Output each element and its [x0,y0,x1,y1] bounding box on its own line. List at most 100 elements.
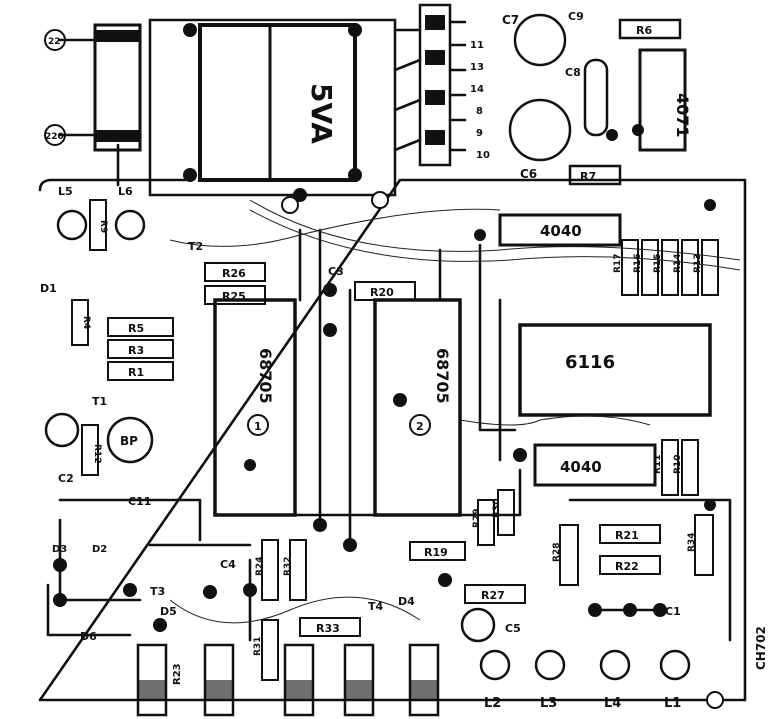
r21-label: R21 [615,529,639,542]
r34-label: R34 [687,533,697,552]
resistor-r24 [261,539,279,601]
resistor-r19 [409,541,466,561]
resistor-r6 [618,18,682,40]
t4-label: T4 [368,600,384,613]
c11-label: C11 [128,495,151,508]
resistor-r3 [107,339,174,359]
r32-label: R32 [283,557,293,576]
resistor-r29 [477,499,495,546]
resistor-r11 [661,439,679,496]
resistor-array-r13-r17 [621,239,719,296]
r14-label: R14 [673,254,683,273]
c9-label: C9 [568,10,584,23]
led-l1 [659,649,691,681]
resistor-r4 [71,299,89,346]
c6-label: C6 [520,167,537,181]
ic2-marker [409,414,431,436]
bp-label: BP [120,434,138,448]
copper-traces [46,20,741,642]
r23-label: R23 [172,663,183,685]
r33-label: R33 [316,622,340,635]
led-l4 [599,649,631,681]
l4-label: L4 [604,696,621,711]
c8-label: C8 [565,66,581,79]
resistor-r28 [559,524,579,586]
pin-8-label: 8 [476,106,483,117]
l3-label: L3 [540,696,557,711]
pin-14-label: 14 [470,84,484,95]
r26-label: R26 [222,267,246,280]
r29-label: R29 [472,509,482,528]
transformer: 5VA [148,18,397,197]
resistor-r31 [261,619,279,681]
resistor-r26 [204,262,266,282]
resistor-r1 [107,361,174,381]
resistor-r5 [107,317,174,337]
r13-label: R13 [693,254,703,273]
ic1-68705 [213,298,297,517]
ic-6116 [518,323,712,417]
ic-4071 [638,48,687,152]
mount-hole-c [706,691,724,709]
ic-4040-top [498,213,622,247]
c1-label: C1 [665,605,681,618]
pin-9-label: 9 [476,128,483,139]
fuse-holder [93,23,142,152]
mount-hole-b [371,191,389,209]
resistor-r25 [204,285,266,305]
pin-10-label: 10 [476,150,490,161]
resistor-r21 [599,524,661,544]
l5-label: L5 [58,185,73,198]
pin-13-label: 13 [470,62,484,73]
c4-label: C4 [220,558,236,571]
l6-label: L6 [118,185,133,198]
ic2-68705 [373,298,462,517]
r28-label: R28 [552,543,562,562]
connector-blocks [136,643,440,717]
ic1-marker [247,414,269,436]
t2-label: T2 [188,240,203,253]
r25-label: R25 [222,290,246,303]
ic1-label: 68705 [256,348,275,404]
c5-label: C5 [505,622,521,635]
r19-label: R19 [424,546,448,559]
r31-label: R31 [253,637,263,656]
r4-label: R4 [81,316,91,329]
resistor-r34 [694,514,714,576]
led-l6 [114,209,146,241]
ic-6116-label: 6116 [565,352,615,373]
r6-label: R6 [636,24,652,37]
d4-label: D4 [398,595,415,608]
d5-label: D5 [160,605,177,618]
capacitor-c5 [460,607,496,643]
l1-label: L1 [664,696,681,711]
capacitor-c6 [508,98,572,162]
buzzer-bp [106,416,154,464]
c2-label: C2 [58,472,74,485]
r3-label: R3 [128,344,144,357]
resistor-r22 [599,555,661,575]
r24-label: R24 [255,557,265,576]
transistor-t1 [44,412,80,448]
r5-label: R5 [128,322,144,335]
capacitor-c8-outline [583,58,609,137]
r12-label: R12 [92,444,102,463]
ic-4040-bottom [533,443,657,487]
resistor-r32 [289,539,307,601]
mains-label-b: 220 [45,132,64,142]
r9-label: R9 [98,220,108,233]
d2-label: D2 [92,544,107,555]
board-outline [38,178,747,702]
rectifier-column [418,3,452,167]
ic-4071-label: 4071 [673,93,692,138]
mount-hole-a [281,196,299,214]
d1-label: D1 [40,282,57,295]
c3-label: C3 [328,265,344,278]
r1-label: R1 [128,366,144,379]
c7-label: C7 [502,13,519,27]
led-l3 [534,649,566,681]
t3-label: T3 [150,585,165,598]
ic2-label: 68705 [433,348,452,404]
r17-label: R17 [613,254,623,273]
r7-label: R7 [580,170,596,183]
